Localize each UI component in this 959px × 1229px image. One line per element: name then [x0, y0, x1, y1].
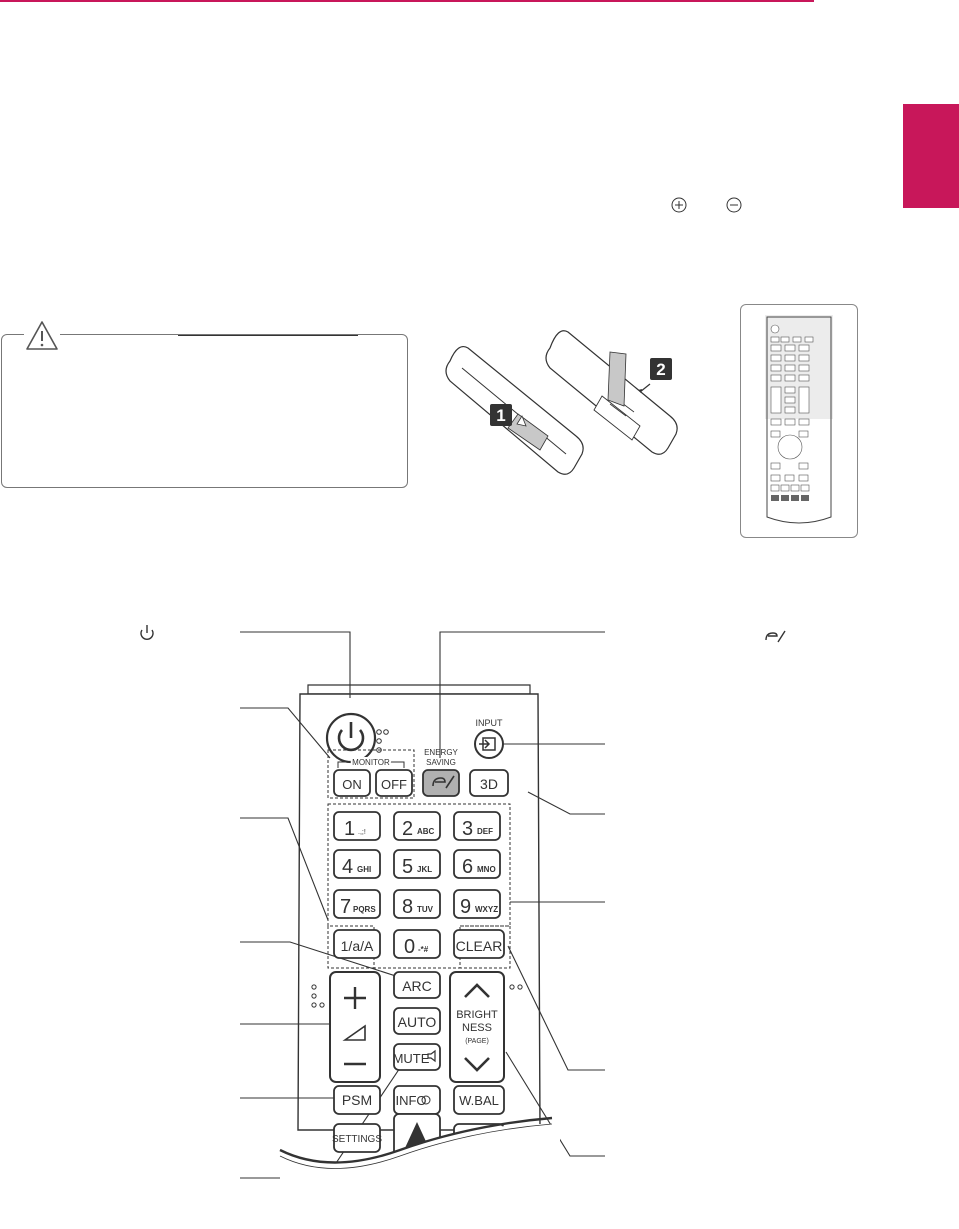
settings-label: SETTINGS — [332, 1134, 382, 1145]
key-7-sub: PQRS — [353, 905, 376, 914]
key-9-sub: WXYZ — [475, 905, 498, 914]
key-2-sub: ABC — [417, 827, 435, 836]
key-0-button[interactable] — [393, 929, 441, 959]
mute-button[interactable] — [393, 1043, 441, 1071]
key-5-button[interactable] — [393, 849, 441, 879]
brightness-arrows — [464, 983, 490, 1072]
key-4-button[interactable] — [333, 849, 381, 879]
info-circle-icon — [421, 1095, 431, 1105]
key-1-digit: 1 — [344, 818, 355, 840]
header-rule — [0, 0, 814, 2]
key-7-digit: 7 — [340, 896, 351, 918]
warning-icon — [24, 319, 60, 355]
step-label-1: 1 — [496, 406, 505, 425]
key-4-digit: 4 — [342, 856, 353, 878]
1aA-button[interactable] — [333, 929, 381, 959]
key-5-digit: 5 — [402, 856, 413, 878]
monitor-on-label: ON — [342, 777, 362, 792]
energy-saving-callout-icon — [765, 630, 786, 643]
plus-icon — [670, 196, 688, 217]
volume-symbols — [342, 987, 366, 1066]
monitor-off-label: OFF — [381, 777, 407, 792]
key-2-digit: 2 — [402, 818, 413, 840]
remote-thumbnail-frame — [740, 304, 858, 538]
key-9-button[interactable] — [453, 889, 501, 919]
language-tab — [903, 104, 959, 208]
monitor-bracket — [337, 761, 405, 768]
energy-saving-label-line1: ENERGY — [424, 748, 458, 757]
monitor-label: MONITOR — [352, 758, 390, 767]
caution-title-rule — [178, 335, 358, 336]
input-label: INPUT — [476, 718, 504, 728]
remote-top-edge — [307, 684, 531, 695]
energy-saving-button[interactable] — [422, 769, 460, 797]
auto-button[interactable] — [393, 1007, 441, 1035]
remote-thumbnail — [765, 315, 833, 524]
caution-box — [1, 319, 408, 488]
key-7-button[interactable] — [333, 889, 381, 919]
input-icon — [479, 737, 496, 751]
brightness-label-line2: NESS — [462, 1022, 492, 1034]
arc-button[interactable] — [393, 971, 441, 999]
remote-back-closed — [445, 345, 584, 475]
brightness-rocker[interactable] — [449, 971, 505, 1083]
monitor-group-frame — [327, 749, 415, 799]
remote-control-diagram: INPUT ENERGY SAVING MONITOR ON OFF 3D 1 … — [140, 625, 786, 1220]
energy-saving-icon — [432, 775, 455, 789]
brightness-dots — [509, 984, 523, 990]
key-3-sub: DEF — [477, 827, 493, 836]
wbal-button[interactable] — [453, 1085, 505, 1115]
leader-lines — [240, 631, 605, 1179]
key-3-digit: 3 — [462, 818, 473, 840]
3d-label: 3D — [480, 776, 498, 792]
cutaway-wave — [279, 1116, 553, 1164]
remote-back-open — [545, 330, 678, 455]
step-badge-2 — [650, 358, 672, 380]
energy-saving-label-line2: SAVING — [426, 758, 456, 767]
psm-label: PSM — [342, 1092, 372, 1108]
key-8-sub: TUV — [417, 905, 434, 914]
clear-button[interactable] — [453, 929, 505, 959]
indicator-dots — [376, 729, 389, 753]
auto-label: AUTO — [398, 1014, 437, 1030]
volume-dots — [311, 984, 325, 1008]
step-label-2: 2 — [656, 360, 665, 379]
brightness-label-line1: BRIGHT — [456, 1009, 498, 1021]
arc-label: ARC — [402, 978, 432, 994]
minus-icon — [725, 196, 743, 217]
key-8-digit: 8 — [402, 896, 413, 918]
wbal-label: W.BAL — [459, 1093, 499, 1108]
volume-rocker[interactable] — [329, 971, 381, 1083]
1aA-label: 1/a/A — [341, 938, 374, 954]
key-6-digit: 6 — [462, 856, 473, 878]
monitor-off-button[interactable] — [375, 769, 413, 797]
psm-button[interactable] — [333, 1085, 381, 1115]
settings-button[interactable] — [333, 1123, 381, 1153]
key-0-sub: -*# — [418, 945, 429, 954]
key-3-button[interactable] — [453, 811, 501, 841]
key-6-sub: MNO — [477, 865, 496, 874]
step-badge-1 — [490, 404, 512, 426]
mute-label: MUTE — [393, 1051, 430, 1066]
power-callout-icon — [140, 625, 154, 640]
key-5-sub: JKL — [417, 865, 432, 874]
key-1-button[interactable] — [333, 811, 381, 841]
key-4-sub: GHI — [357, 865, 371, 874]
mute-speaker-icon — [427, 1049, 436, 1063]
3d-button[interactable] — [469, 769, 509, 797]
brightness-label-line3: (PAGE) — [465, 1038, 489, 1045]
key-2-button[interactable] — [393, 811, 441, 841]
info-label: INFO — [395, 1093, 426, 1108]
key-1-sub: .,;! — [358, 829, 366, 836]
key-6-button[interactable] — [453, 849, 501, 879]
key-9-digit: 9 — [460, 896, 471, 918]
battery-insertion-illustration: 1 2 — [445, 330, 678, 475]
key-0-digit: 0 — [404, 936, 415, 958]
monitor-on-button[interactable] — [333, 769, 371, 797]
key-8-button[interactable] — [393, 889, 441, 919]
clear-label: CLEAR — [456, 938, 503, 954]
